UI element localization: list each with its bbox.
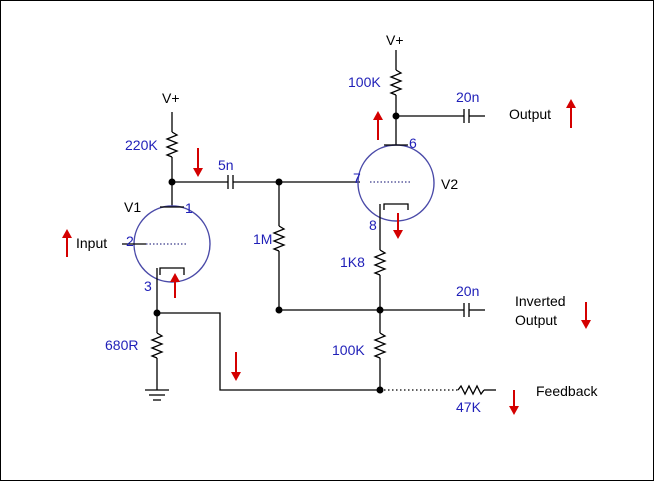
label-100k-top: 100K xyxy=(348,74,381,90)
label-inverted: Inverted xyxy=(515,293,566,309)
label-v-plus-v1: V+ xyxy=(162,90,180,106)
resistor-1k8 xyxy=(373,249,387,276)
label-pin1: 1 xyxy=(185,200,193,216)
v1-cathode xyxy=(159,267,185,275)
resistor-1m xyxy=(272,225,286,252)
label-inverted-output: Output xyxy=(515,312,557,328)
label-pin2: 2 xyxy=(126,233,134,249)
label-feedback: Feedback xyxy=(536,383,598,399)
label-v2: V2 xyxy=(441,176,458,192)
label-pin8: 8 xyxy=(369,217,377,233)
label-100k-bottom: 100K xyxy=(332,342,365,358)
tube-v2 xyxy=(357,144,435,222)
wire-feedback-return xyxy=(157,312,380,391)
resistor-100k-bottom xyxy=(373,332,387,359)
resistor-680r xyxy=(150,332,164,359)
resistor-220k xyxy=(165,131,179,158)
label-1k8: 1K8 xyxy=(340,254,365,270)
label-47k: 47K xyxy=(456,399,482,415)
label-1m: 1M xyxy=(253,231,272,247)
label-output: Output xyxy=(509,106,551,122)
label-20n-top: 20n xyxy=(456,89,479,105)
label-680r: 680R xyxy=(105,337,138,353)
label-pin6: 6 xyxy=(409,135,417,151)
resistor-47k xyxy=(457,384,485,396)
label-v1: V1 xyxy=(124,199,141,215)
label-5n: 5n xyxy=(218,157,234,173)
label-220k: 220K xyxy=(125,137,158,153)
resistor-100k-top xyxy=(389,69,403,96)
label-pin7: 7 xyxy=(353,170,361,186)
label-v-plus-v2: V+ xyxy=(386,32,404,48)
label-20n-mid: 20n xyxy=(456,283,479,299)
v2-cathode xyxy=(383,203,409,210)
label-input: Input xyxy=(76,235,107,251)
label-pin3: 3 xyxy=(144,278,152,294)
